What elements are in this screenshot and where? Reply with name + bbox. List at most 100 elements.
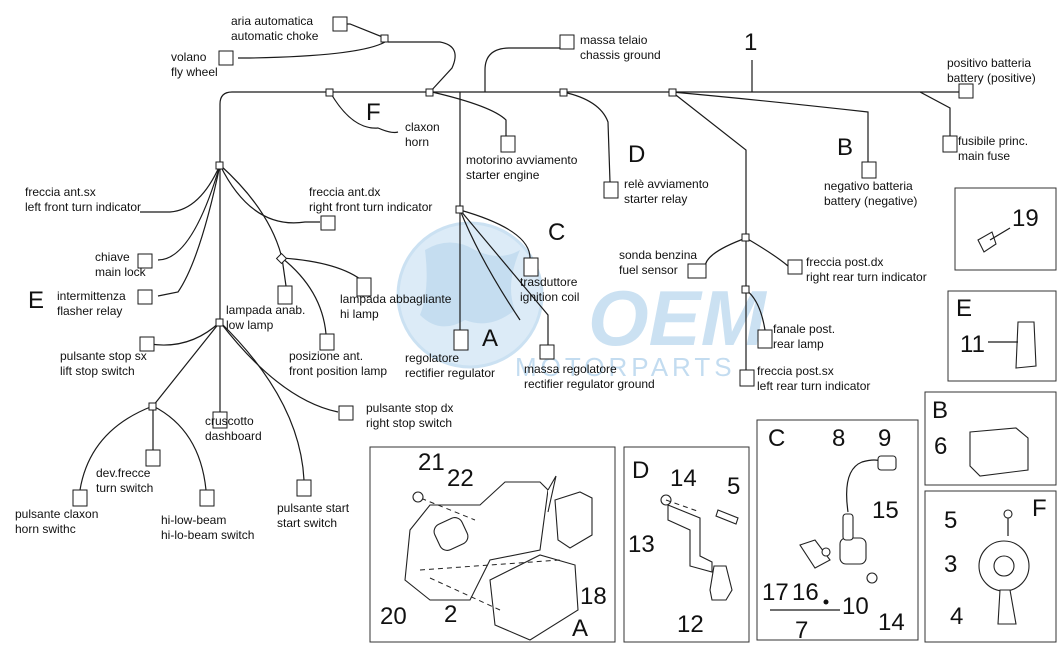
label-pulsante-stop-sx: pulsante stop sx: [60, 349, 147, 363]
label-freccia-ant-dx: freccia ant.dx: [309, 185, 380, 199]
label-dev-frecce: dev.frecce: [96, 466, 151, 480]
label-massa-regolatore: massa regolatore: [524, 362, 617, 376]
panel-e: E 11: [947, 290, 1057, 382]
section-letter-c: C: [548, 219, 565, 246]
label-ignition-coil: ignition coil: [520, 290, 579, 304]
harness-wires: [79, 23, 965, 491]
panel-c-letter: C: [768, 425, 785, 452]
panel-d: D 14 5 13 12: [623, 446, 750, 643]
panel-d-num-14: 14: [670, 465, 697, 492]
panel-c-num-9: 9: [878, 425, 891, 452]
battery-icon: [969, 427, 1029, 477]
component-labels: aria automatica automatic choke massa te…: [15, 14, 1036, 542]
label-left-rear-turn: left rear turn indicator: [757, 379, 870, 393]
panel-c-num-8: 8: [832, 425, 845, 452]
panel-c-num-14: 14: [878, 609, 905, 636]
label-battery-positive: battery (positive): [947, 71, 1036, 85]
label-negativo-batteria: negativo batteria: [824, 179, 913, 193]
label-lampada-anab: lampada anab.: [226, 303, 305, 317]
label-right-stop-switch: right stop switch: [366, 416, 452, 430]
label-starter-relay: starter relay: [624, 192, 687, 206]
section-letter-e: E: [28, 287, 44, 314]
label-freccia-post-sx: freccia post.sx: [757, 364, 834, 378]
relay-connector-icon: [554, 491, 593, 549]
label-posizione-ant: posizione ant.: [289, 349, 363, 363]
label-volano: volano: [171, 50, 207, 64]
panel-a-num-20: 20: [380, 603, 407, 630]
panel-a-num-2: 2: [444, 601, 457, 628]
label-hi-low-beam: hi-low-beam: [161, 513, 226, 527]
label-chassis-ground: chassis ground: [580, 48, 661, 62]
label-front-position-lamp: front position lamp: [289, 364, 387, 378]
label-low-lamp: low lamp: [226, 318, 274, 332]
label-pulsante-claxon: pulsante claxon: [15, 507, 98, 521]
panel-fuse: 19: [954, 187, 1057, 271]
watermark-brand: OEM: [588, 274, 768, 362]
label-right-front-turn: right front turn indicator: [309, 200, 432, 214]
panel-c-num-7: 7: [795, 617, 808, 644]
label-lift-stop-switch: lift stop switch: [60, 364, 135, 378]
cap-icon: [799, 539, 831, 569]
label-chiave: chiave: [95, 250, 130, 264]
section-letter-d: D: [628, 141, 645, 168]
label-trasduttore: trasduttore: [520, 275, 578, 289]
main-number: 1: [744, 29, 757, 56]
panel-d-num-12: 12: [677, 611, 704, 638]
label-battery-negative: battery (negative): [824, 194, 917, 208]
panel-d-letter: D: [632, 457, 649, 484]
label-aria-automatica: aria automatica: [231, 14, 313, 28]
label-flasher-relay: flasher relay: [57, 304, 122, 318]
label-rele-avviamento: relè avviamento: [624, 177, 709, 191]
label-hi-lo-beam-switch: hi-lo-beam switch: [161, 528, 254, 542]
panel-b-letter: B: [932, 397, 948, 424]
label-turn-switch: turn switch: [96, 481, 153, 495]
label-start-switch: start switch: [277, 516, 337, 530]
section-letter-f: F: [366, 99, 381, 126]
label-rear-lamp: rear lamp: [773, 337, 824, 351]
label-freccia-post-dx: freccia post.dx: [806, 255, 883, 269]
fuse-icon: [977, 231, 997, 253]
label-starter-engine: starter engine: [466, 168, 540, 182]
watermark: OEM MOTORPARTS: [396, 221, 768, 382]
spark-cap-icon: [877, 455, 897, 471]
panel-f-num-5: 5: [944, 507, 957, 534]
panel-a-num-22: 22: [447, 465, 474, 492]
label-horn-switch: horn swithc: [15, 522, 76, 536]
label-fuel-sensor: fuel sensor: [619, 263, 678, 277]
label-motorino-avviamento: motorino avviamento: [466, 153, 578, 167]
label-pulsante-stop-dx: pulsante stop dx: [366, 401, 453, 415]
label-fanale-post: fanale post.: [773, 322, 835, 336]
label-right-rear-turn: right rear turn indicator: [806, 270, 927, 284]
panel-e-letter: E: [956, 295, 972, 322]
label-rectifier-regulator: rectifier regulator: [405, 366, 495, 380]
panel-b: B 6: [924, 391, 1057, 486]
label-automatic-choke: automatic choke: [231, 29, 319, 43]
panel-f-letter: F: [1032, 495, 1047, 522]
label-lampada-abbagliante: lampada abbagliante: [340, 292, 452, 306]
label-massa-telaio: massa telaio: [580, 33, 648, 47]
label-freccia-ant-sx: freccia ant.sx: [25, 185, 96, 199]
panel-a: 21 22 20 2 18 A: [369, 446, 616, 643]
panel-d-num-13: 13: [628, 531, 655, 558]
label-intermittenza: intermittenza: [57, 289, 126, 303]
panel-f: F 5 3 4: [924, 490, 1057, 643]
panel-c-num-15: 15: [872, 497, 899, 524]
junction-nodes: [148, 34, 750, 411]
label-cruscotto: cruscotto: [205, 414, 254, 428]
relay-icon: [709, 565, 733, 601]
panel-c: C 8 9 15 17 16 10 14 7: [756, 419, 919, 644]
section-letter-a: A: [482, 325, 498, 352]
connector-boxes: [72, 16, 974, 507]
label-main-fuse: main fuse: [958, 149, 1010, 163]
label-hi-lamp: hi lamp: [340, 307, 379, 321]
bolt-icon: [715, 509, 739, 525]
label-fly-wheel: fly wheel: [171, 65, 218, 79]
section-letter-b: B: [837, 134, 853, 161]
label-horn: horn: [405, 135, 429, 149]
label-positivo-batteria: positivo batteria: [947, 56, 1031, 70]
label-left-front-turn: left front turn indicator: [25, 200, 141, 214]
label-sonda-benzina: sonda benzina: [619, 248, 697, 262]
panel-c-num-16: 16: [792, 579, 819, 606]
